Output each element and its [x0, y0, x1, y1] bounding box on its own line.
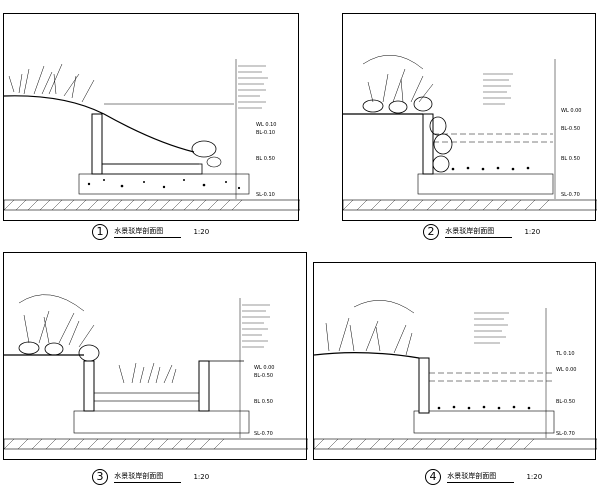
section-title: 水景驳岸剖面图 — [114, 226, 182, 238]
section-scale: 1:20 — [193, 473, 210, 481]
section-number: 3 — [92, 469, 108, 485]
level-note: SL-0.70 — [254, 431, 273, 437]
level-note: BL 0.50 — [256, 156, 275, 162]
level-note: BL-0.50 — [561, 126, 580, 132]
section-number: 4 — [425, 469, 441, 485]
section-number: 1 — [92, 224, 108, 240]
level-note: BL-0.50 — [556, 399, 575, 405]
level-note: BL 0.50 — [561, 156, 580, 162]
section-drawing-3: WL 0.00 BL-0.50 BL 0.50 SL-0.70 — [3, 294, 309, 450]
section-title: 水景驳岸剖面图 — [114, 471, 182, 483]
section-caption-4: 4 水景驳岸剖面图 1:20 — [425, 469, 542, 485]
level-note: BL 0.50 — [254, 399, 273, 405]
section-title: 水景驳岸剖面图 — [445, 226, 513, 238]
section-caption-1: 1 水景驳岸剖面图 1:20 — [92, 224, 209, 240]
level-note: WL 0.00 — [561, 108, 581, 114]
level-note: TL 0.10 — [555, 351, 575, 357]
section-caption-3: 3 水景驳岸剖面图 1:20 — [92, 469, 209, 485]
section-title: 水景驳岸剖面图 — [447, 471, 515, 483]
section-caption-2: 2 水景驳岸剖面图 1:20 — [423, 224, 540, 240]
section-panel-1: WL 0.10 BL-0.10 BL 0.50 SL-0.10 — [3, 13, 301, 221]
section-drawing-1: WL 0.10 BL-0.10 BL 0.50 SL-0.10 — [3, 59, 301, 211]
section-panel-2: WL 0.00 BL-0.50 BL 0.50 SL-0.70 — [342, 13, 598, 221]
section-drawing-2: WL 0.00 BL-0.50 BL 0.50 SL-0.70 — [342, 54, 598, 211]
level-note: SL-0.70 — [561, 192, 580, 198]
section-scale: 1:20 — [193, 228, 210, 236]
level-note: SL-0.10 — [256, 192, 275, 198]
section-scale: 1:20 — [524, 228, 541, 236]
level-note: WL 0.00 — [254, 365, 274, 371]
section-drawing-4: TL 0.10 WL 0.00 BL-0.50 SL-0.70 — [313, 300, 598, 450]
section-number: 2 — [423, 224, 439, 240]
level-note: WL 0.00 — [556, 367, 576, 373]
section-panel-4: TL 0.10 WL 0.00 BL-0.50 SL-0.70 — [313, 262, 598, 460]
section-scale: 1:20 — [526, 473, 543, 481]
level-note: BL-0.10 — [256, 130, 275, 136]
level-note: WL 0.10 — [256, 122, 276, 128]
section-panel-3: WL 0.00 BL-0.50 BL 0.50 SL-0.70 — [3, 252, 309, 460]
level-note: SL-0.70 — [556, 431, 575, 437]
level-note: BL-0.50 — [254, 373, 273, 379]
